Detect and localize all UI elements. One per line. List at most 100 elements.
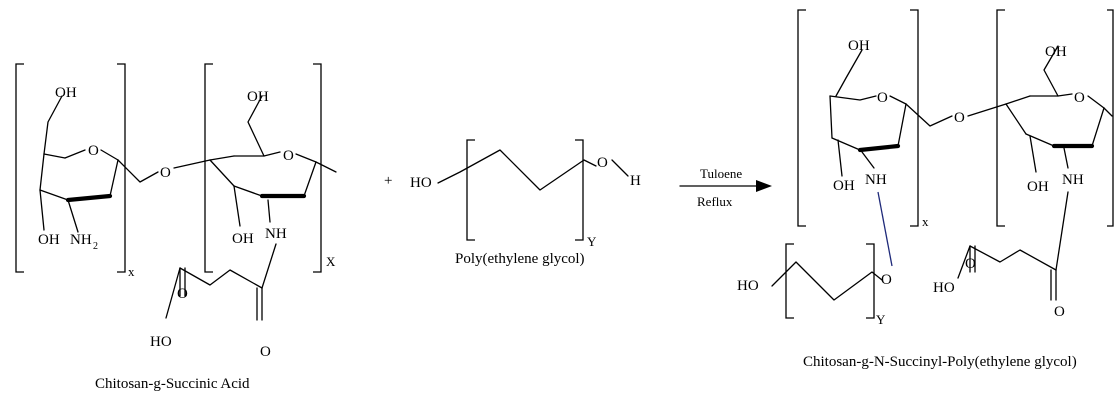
ring2-bond-c4-c5 xyxy=(209,155,235,161)
atom-nh2-ring1: NH xyxy=(70,232,92,248)
ring2-ch2oh xyxy=(247,95,265,157)
atom-o-ring1: O xyxy=(88,143,99,159)
atom-o-prod-ring2: O xyxy=(1074,90,1085,106)
bracket-prod-peg-close xyxy=(866,243,875,319)
atom-oh-ring2-bottom: OH xyxy=(232,231,254,247)
bracket-product-unit1-open xyxy=(797,9,806,227)
succinyl-bond-n-c xyxy=(261,243,277,289)
condition-solvent: Tuloene xyxy=(700,166,742,181)
caption-peg: Poly(ethylene glycol) xyxy=(455,251,585,267)
prod-succinyl-bond-oh xyxy=(957,245,971,279)
subscript-y-peg: Y xyxy=(587,234,597,249)
atom-o-succinyl-top: O xyxy=(177,286,188,302)
prod-ring2-bond-nh xyxy=(1063,147,1069,169)
atom-oh-prod-ring2-bottom: OH xyxy=(1027,179,1049,195)
atom-nh-prod-ring2: NH xyxy=(1062,172,1084,188)
prod-ring2-ch2oh xyxy=(1043,45,1059,97)
atom-ho-peg: HO xyxy=(410,175,432,191)
prod-peg-backbone xyxy=(771,261,883,301)
ring2-bond-c5-o xyxy=(233,151,281,157)
reactant-chitosan-succinic-acid: OH O OH NH 2 O OH O OH NH xyxy=(15,63,337,392)
succinyl-chain xyxy=(165,243,277,321)
ring2-bond-c1-c2 xyxy=(303,161,317,197)
ring1-ch2oh xyxy=(43,95,63,155)
reaction-arrow-group: Tuloene Reflux xyxy=(679,166,772,209)
ring1-bond-c5-o xyxy=(64,149,86,159)
prod-ring2-bond-c4-c5 xyxy=(1005,95,1031,105)
ring1-glycosidic xyxy=(117,159,159,183)
prod-ring1-bond-oh xyxy=(837,139,843,177)
prod-ring2-chain-end xyxy=(1103,107,1113,117)
ring2-chain-end xyxy=(315,161,337,173)
prod-ring2-bond-o-c1 xyxy=(1087,95,1105,109)
bracket-left-unit2-close xyxy=(313,63,322,273)
subscript-y-product: Y xyxy=(876,312,886,327)
succinyl-bond-oh xyxy=(165,267,181,319)
prod-ring1-ch2oh xyxy=(835,49,863,97)
atom-o-prod-succinyl-top: O xyxy=(965,256,976,272)
prod-ring1-bond-c5-o xyxy=(829,95,877,101)
bracket-prod-peg-open xyxy=(785,243,794,319)
caption-chitosan-succinic-acid: Chitosan-g-Succinic Acid xyxy=(95,376,250,392)
ring2-glycosidic xyxy=(173,159,211,169)
atom-oh-prod-ring1-bottom: OH xyxy=(833,178,855,194)
atom-o-succinyl-bottom: O xyxy=(260,344,271,360)
bracket-product-unit2-close xyxy=(1107,9,1114,227)
prod-peg-linker-bond xyxy=(877,191,893,267)
atom-oh-ring2-top: OH xyxy=(247,89,269,105)
atom-nh2-subscript: 2 xyxy=(93,241,98,252)
peg-bond-o-h xyxy=(611,159,629,177)
prod-ring2-bond-c3-c4 xyxy=(1025,133,1055,147)
atom-oh-ring1-bottom: OH xyxy=(38,232,60,248)
arrow-head xyxy=(756,180,772,192)
prod-ring1-bond-c4-c5 xyxy=(829,95,833,139)
subscript-x-product: x xyxy=(922,214,929,229)
atom-oh-ring1-top: OH xyxy=(55,85,77,101)
atom-nh-ring2: NH xyxy=(265,226,287,242)
ring1-bond-c4-c5a xyxy=(39,153,45,191)
atom-o-ring2: O xyxy=(283,148,294,164)
atom-o-prod-ring1: O xyxy=(877,90,888,106)
atom-nh-prod-ring1: NH xyxy=(865,172,887,188)
plus-sign: + xyxy=(384,173,392,189)
prod-ring1-bold-c2-c3 xyxy=(857,143,901,153)
ring1-bond-c1-c2 xyxy=(109,159,119,197)
prod-succinyl-chain xyxy=(957,191,1069,301)
sugar-ring-1 xyxy=(39,95,159,233)
bracket-product-unit1-close xyxy=(910,9,919,227)
ring2-bond-c4-c4 xyxy=(209,159,235,187)
prod-succinyl-ch2-chain xyxy=(969,245,1057,271)
bracket-left-unit2-open xyxy=(204,63,213,273)
prod-ring2-bond-c4-c4 xyxy=(1005,103,1027,135)
subscript-x-unit2: X xyxy=(326,254,336,269)
prod-ring1-glycosidic xyxy=(905,103,953,127)
atom-ho-prod-peg: HO xyxy=(737,278,759,294)
prod-ring1-bond-nh xyxy=(861,151,875,169)
ring2-bond-c3-c4 xyxy=(233,185,263,197)
sugar-ring-2 xyxy=(173,95,337,227)
prod-ring1-bond-c1-c2 xyxy=(897,103,907,147)
bracket-peg-open xyxy=(466,139,475,241)
ring2-bond-nh xyxy=(267,199,271,223)
bracket-left-unit1-open xyxy=(15,63,24,273)
ring1-bond-o-c1 xyxy=(100,149,119,161)
reactant-peg: HO O H Y Poly(ethylene glycol) xyxy=(410,139,641,267)
caption-product: Chitosan-g-N-Succinyl-Poly(ethylene glyc… xyxy=(803,354,1077,370)
bracket-peg-close xyxy=(575,139,584,241)
ring2-bond-oh xyxy=(233,185,241,227)
ring1-bond-c4-c5b xyxy=(43,153,66,159)
subscript-x-unit1: x xyxy=(128,264,135,279)
atom-o-prod-succinyl-bottom: O xyxy=(1054,304,1065,320)
atom-o-bridge: O xyxy=(160,165,171,181)
product-ring-1 xyxy=(829,49,953,177)
ring1-bold-c2-c3 xyxy=(65,193,113,203)
prod-ring2-bond-c1-c2 xyxy=(1091,107,1105,147)
atom-ho-prod-succinyl: HO xyxy=(933,280,955,296)
ring1-bond-nh2 xyxy=(67,199,79,233)
bracket-product-unit2-open xyxy=(996,9,1005,227)
product-chitosan-n-succinyl-peg: OH O OH NH O OH O OH NH O HO x xyxy=(737,9,1114,370)
atom-h-peg: H xyxy=(630,173,641,189)
ring1-bond-c3-c4 xyxy=(39,189,69,201)
bracket-left-unit1-close xyxy=(117,63,126,273)
